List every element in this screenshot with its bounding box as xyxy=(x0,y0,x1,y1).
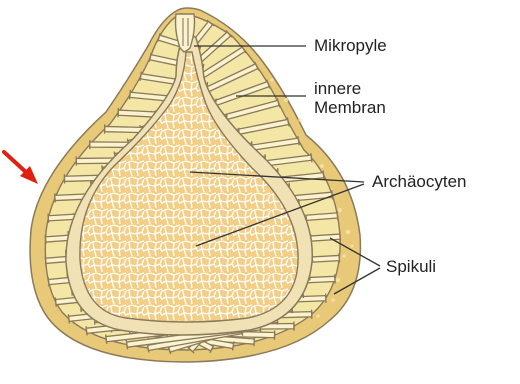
spicule-cap xyxy=(48,277,49,286)
spicule-cap xyxy=(254,337,255,346)
label-inner-membrane: innere Membran xyxy=(314,79,386,117)
spicule-cap xyxy=(45,235,46,244)
spicule-cap xyxy=(130,90,131,99)
spicule-cap xyxy=(48,214,49,223)
pointer-arrow-icon xyxy=(4,152,38,184)
spicule-cap xyxy=(332,190,333,199)
spicule-cap xyxy=(337,211,338,220)
spicule-cap xyxy=(340,232,341,241)
spicule-cap xyxy=(339,253,340,262)
label-archaeocytes: Archäocyten xyxy=(372,172,467,191)
label-micropyle: Mikropyle xyxy=(314,36,387,55)
spicule-cap xyxy=(45,256,46,265)
label-spicules: Spikuli xyxy=(386,257,436,276)
